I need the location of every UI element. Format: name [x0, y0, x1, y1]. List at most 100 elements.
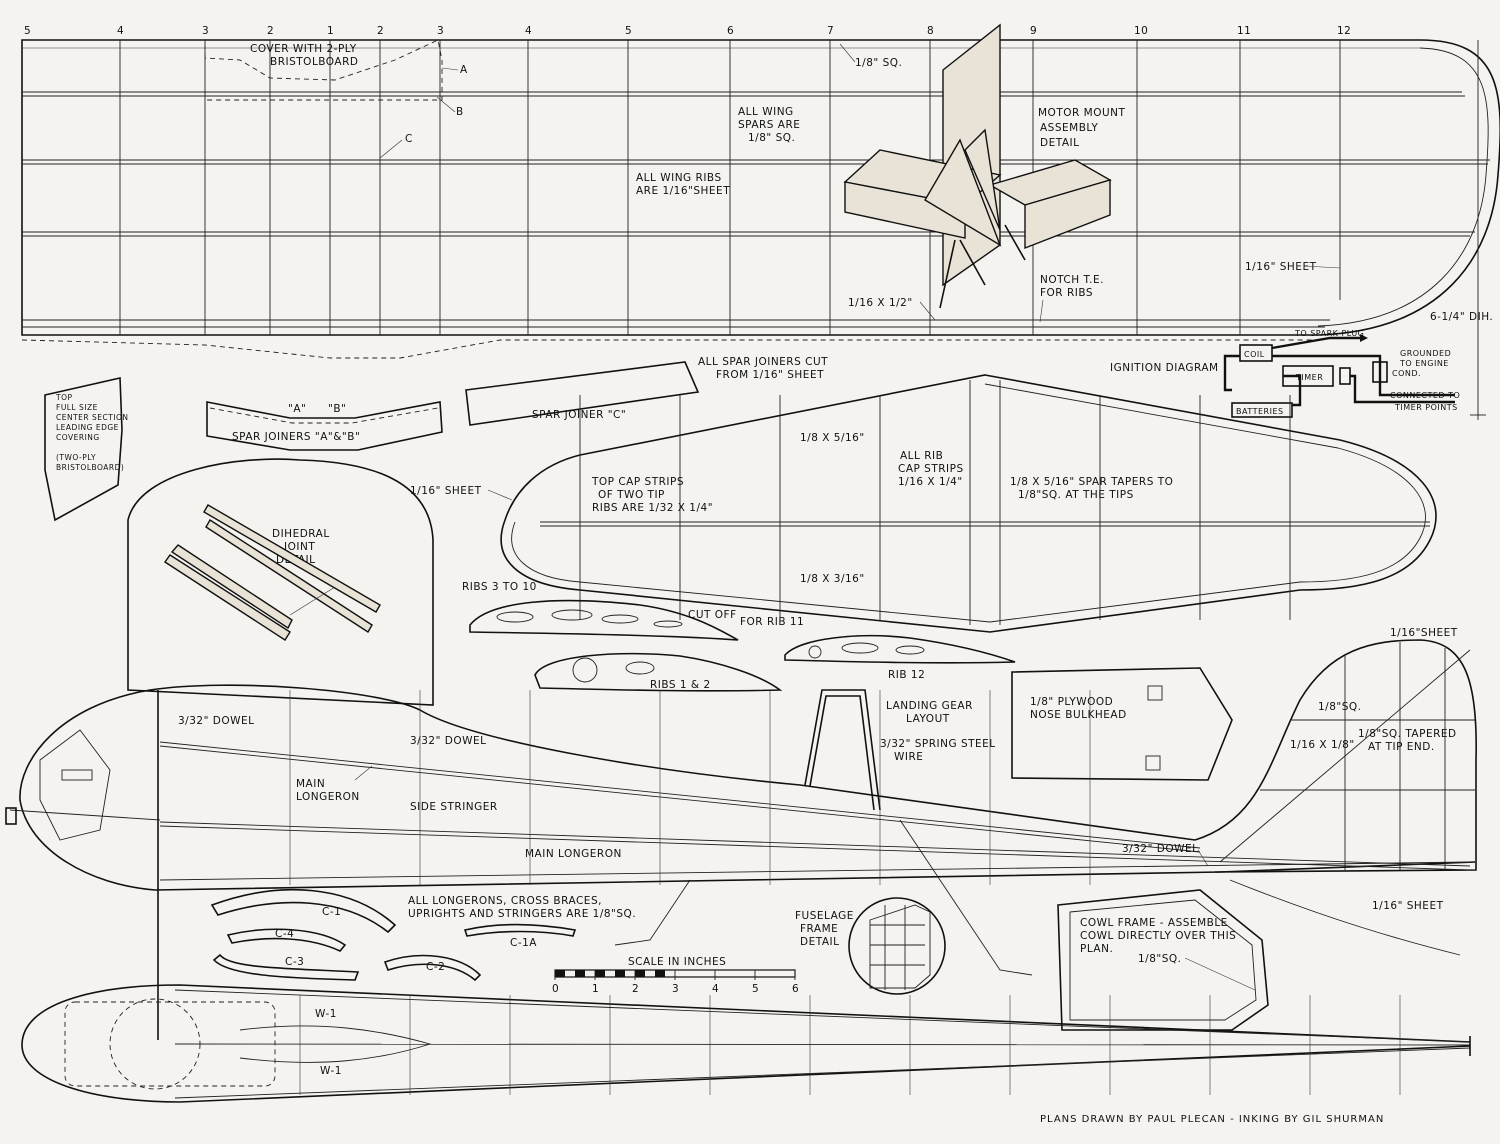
leading-edge-text: LEADING EDGE — [56, 423, 119, 432]
batteries-box — [1231, 402, 1293, 418]
coil-label: COIL — [1244, 350, 1265, 359]
former-c4: C-4 — [275, 928, 294, 940]
leading-edge-text: BRISTOLBOARD) — [56, 463, 124, 472]
spar-joiners-ab-label: SPAR JOINERS "A"&"B" — [232, 431, 360, 443]
dihedral-panel-outline — [127, 458, 434, 706]
coil-box — [1239, 344, 1273, 362]
motor-mount-detail: MOTOR MOUNT ASSEMBLY DETAIL — [843, 23, 1125, 309]
fuselage-uprights — [289, 690, 1091, 885]
fuselage-top-view: W-1 W-1 — [21, 984, 1471, 1103]
wing-ribs — [119, 40, 1341, 335]
scale-tick-label: 3 — [672, 983, 679, 995]
rib-cap-3: 1/16 X 1/4" — [898, 476, 963, 488]
scale-tick-label: 2 — [632, 983, 639, 995]
dihedral-dim: 6-1/4" DIH. — [1430, 311, 1493, 323]
rib-3-10 — [469, 599, 739, 641]
wing-spars-note-3: 1/8" SQ. — [748, 132, 795, 144]
fin-plan: 1/16"SHEET 1/8"SQ. 1/16 X 1/8" 1/8"SQ. T… — [1194, 627, 1477, 956]
nose-bulkhead: 1/8" PLYWOOD NOSE BULKHEAD — [1011, 667, 1233, 781]
condenser — [1372, 361, 1388, 383]
gusset-2 — [964, 128, 1001, 231]
dowel-3: 3/32" DOWEL — [1122, 843, 1198, 855]
fin-tapered-2: AT TIP END. — [1368, 741, 1435, 753]
stab-sheet: 1/16" SHEET — [410, 485, 482, 497]
scale-segment — [555, 970, 565, 977]
leading-edge-text: COVERING — [56, 433, 100, 442]
wing-outline — [21, 39, 1500, 336]
spar-joiner-c — [465, 361, 700, 426]
scale-segment — [575, 970, 585, 977]
rib-12 — [784, 634, 1016, 664]
wing-station-number: 4 — [525, 25, 532, 37]
wing-cover-note-1: COVER WITH 2-PLY — [250, 43, 357, 55]
cowl-text-3: PLAN. — [1080, 943, 1113, 955]
motor-mount-title-3: DETAIL — [1040, 137, 1079, 149]
notch-note-2: FOR RIBS — [1040, 287, 1093, 299]
all-members-note-1: ALL LONGERONS, CROSS BRACES, — [408, 895, 602, 907]
motor-mount-title-2: ASSEMBLY — [1040, 122, 1098, 134]
scale-tick-label: 0 — [552, 983, 559, 995]
ignition-title: IGNITION DIAGRAM — [1110, 362, 1219, 374]
cut-off-label: CUT OFF — [688, 609, 737, 621]
ribs-3-10-label: RIBS 3 TO 10 — [462, 581, 537, 593]
frame-detail-3: DETAIL — [800, 936, 839, 948]
fin-sq: 1/8"SQ. — [1318, 701, 1362, 713]
side-stringer: SIDE STRINGER — [410, 801, 498, 813]
gear-label-4: WIRE — [894, 751, 923, 763]
wing-station-number: 3 — [437, 25, 444, 37]
wing-station-number: 10 — [1134, 25, 1148, 37]
wing-station-number: 2 — [267, 25, 274, 37]
top-cap-3: RIBS ARE 1/32 X 1/4" — [592, 502, 713, 514]
plan-credits: PLANS DRAWN BY PAUL PLECAN - INKING BY G… — [1040, 1114, 1384, 1125]
spark-plug-label: TO SPARK PLUG — [1294, 329, 1364, 338]
landing-gear-layout: LANDING GEAR LAYOUT 3/32" SPRING STEEL W… — [614, 689, 1033, 976]
rib-cap-2: CAP STRIPS — [898, 463, 964, 475]
spar-joiner-ab — [206, 401, 443, 451]
top-w1-a: W-1 — [315, 1008, 337, 1020]
notch-note-1: NOTCH T.E. — [1040, 274, 1104, 286]
wing-spar-size: 1/8" SQ. — [855, 57, 902, 69]
fuselage-top-uprights — [299, 995, 1401, 1095]
wing-station-number: 3 — [202, 25, 209, 37]
wing-tip-sheet: 1/16" SHEET — [1245, 261, 1317, 273]
gear-label-2: LAYOUT — [906, 713, 950, 725]
leading-edge-text: TOP — [55, 393, 73, 402]
stabilizer-ribs — [579, 395, 1291, 620]
motor-mount-title-1: MOTOR MOUNT — [1038, 107, 1125, 119]
mount-beam-right-front — [1024, 179, 1111, 250]
wing-station-number: 7 — [827, 25, 834, 37]
gear-label-3: 3/32" SPRING STEEL — [880, 738, 996, 750]
gusset — [924, 138, 1002, 247]
fin-sheet-bottom: 1/16" SHEET — [1372, 900, 1444, 912]
fin-outline — [1194, 639, 1477, 873]
frame-detail-2: FRAME — [800, 923, 838, 935]
former-c2: C-2 — [426, 961, 445, 973]
main-longeron-2: MAIN LONGERON — [525, 848, 622, 860]
cowl-frame: COWL FRAME - ASSEMBLE COWL DIRECTLY OVER… — [1057, 889, 1269, 1031]
dihedral-title-1: DIHEDRAL — [272, 528, 330, 540]
wing-spars-note-2: SPARS ARE — [738, 119, 800, 131]
wing-inner-outline — [1317, 47, 1489, 327]
spar-joiner-c-label: SPAR JOINER "C" — [532, 409, 626, 421]
fin-strip: 1/16 X 1/8" — [1290, 739, 1355, 751]
scale-segment — [595, 970, 605, 977]
wing-station-number: 6 — [727, 25, 734, 37]
cowl-text-1: COWL FRAME - ASSEMBLE — [1080, 917, 1228, 929]
top-w1-b: W-1 — [320, 1065, 342, 1077]
bulkhead-label-1: 1/8" PLYWOOD — [1030, 696, 1113, 708]
batteries-label: BATTERIES — [1236, 407, 1284, 416]
wing-station-number: 5 — [625, 25, 632, 37]
wing-station-number: 11 — [1237, 25, 1251, 37]
stabilizer-outline — [500, 374, 1437, 633]
fuselage-frame-detail: FUSELAGE FRAME DETAIL — [795, 897, 946, 995]
bulkhead-label-2: NOSE BULKHEAD — [1030, 709, 1127, 721]
timer-label: TIMER — [1295, 373, 1323, 382]
scale-tick-label: 5 — [752, 983, 759, 995]
spar-taper-1: 1/8 X 5/16" SPAR TAPERS TO — [1010, 476, 1173, 488]
wing-station-number: 12 — [1337, 25, 1351, 37]
